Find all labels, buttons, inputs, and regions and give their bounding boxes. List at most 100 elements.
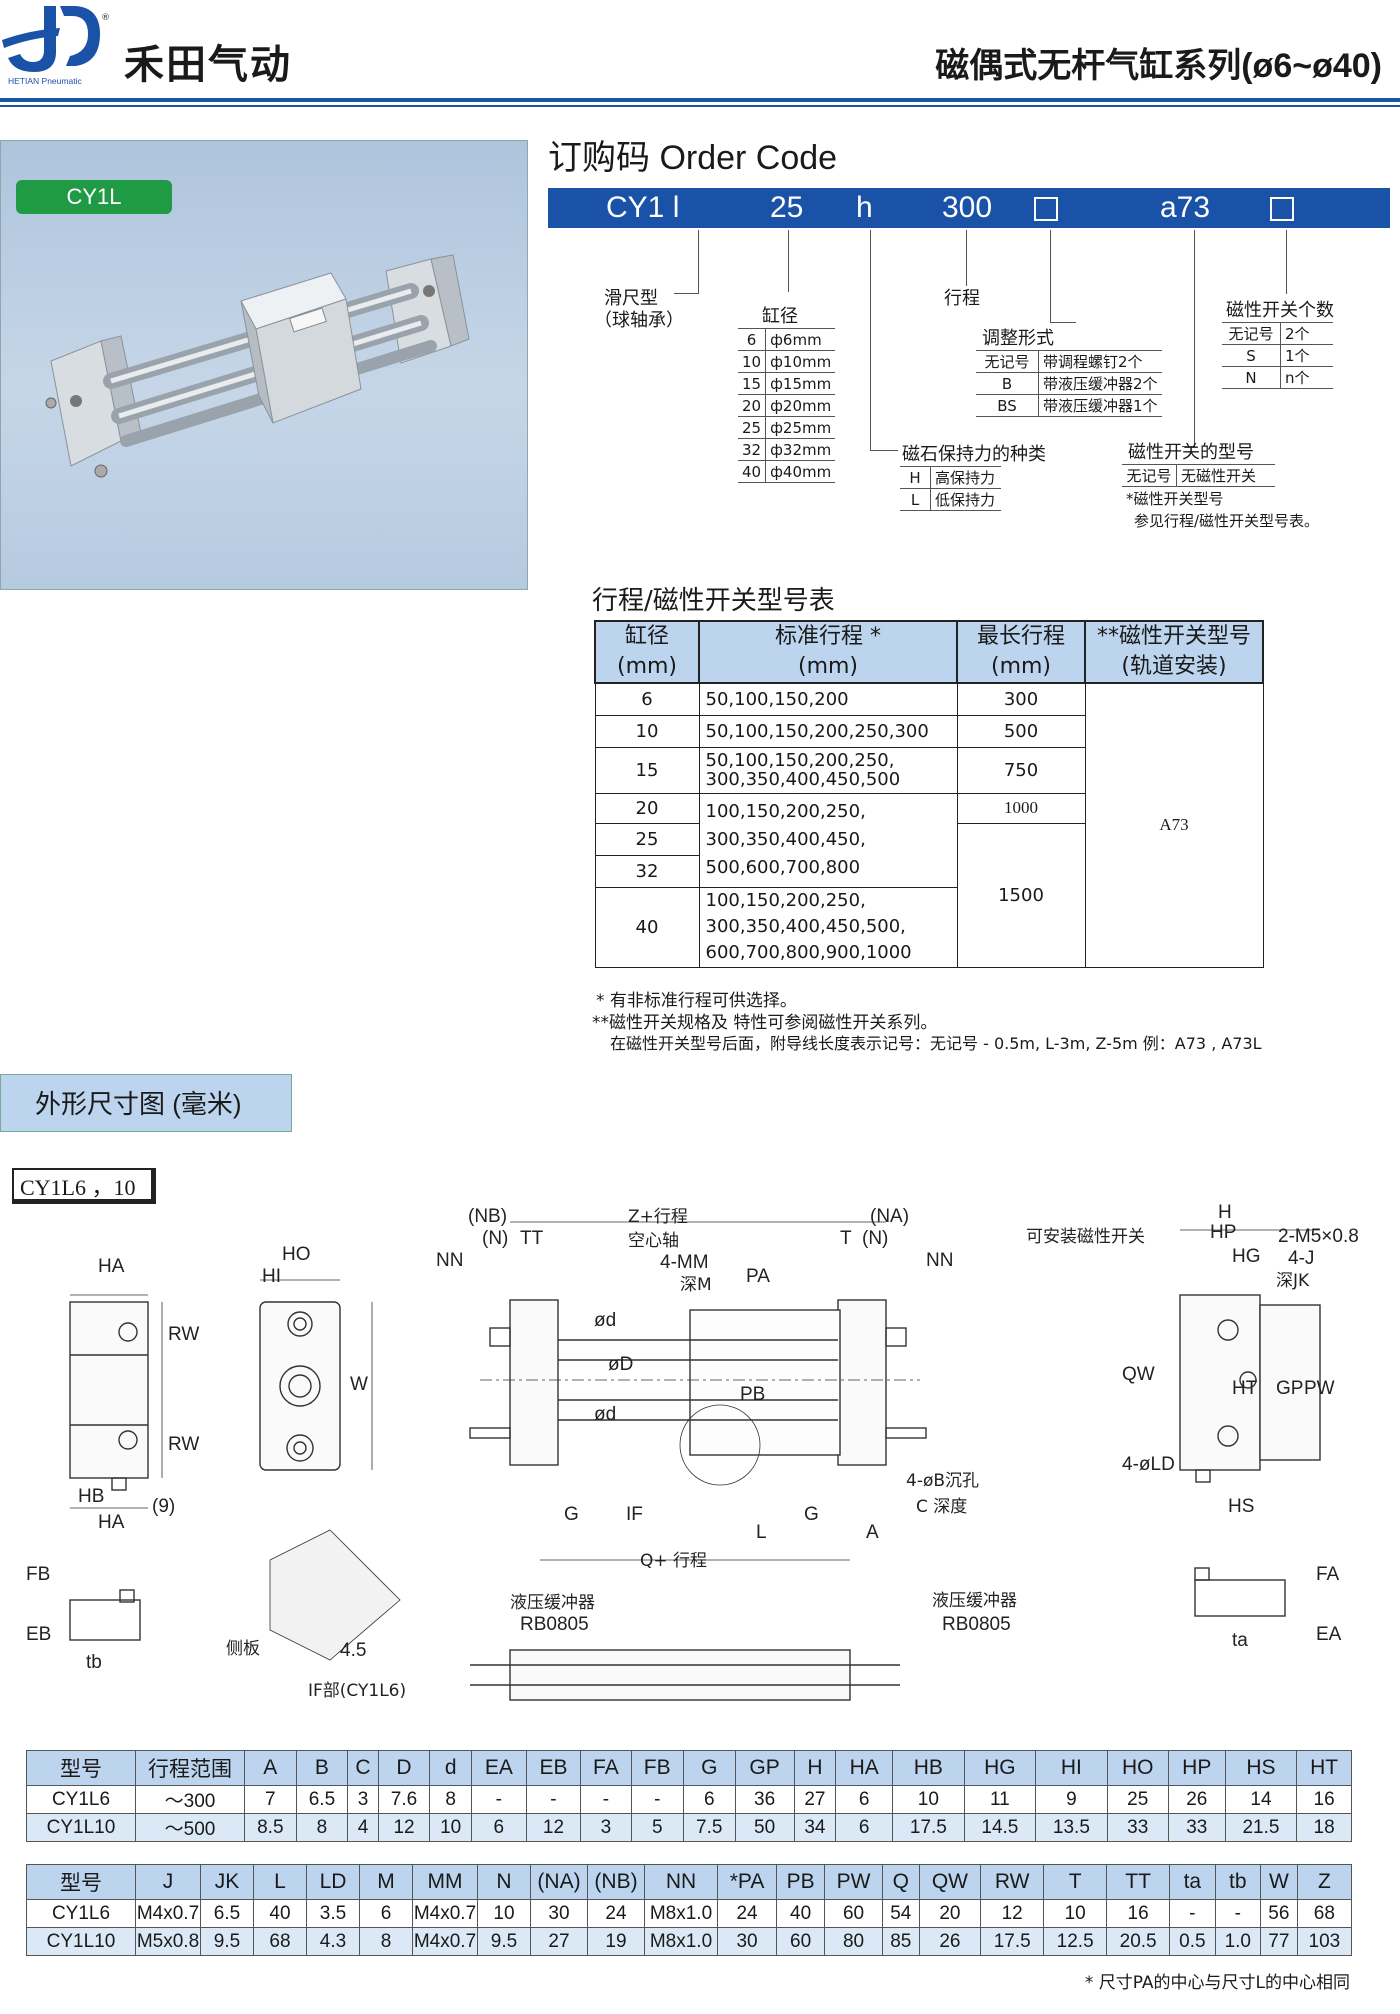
table-cell: PB (776, 1864, 826, 1900)
svg-text:RB0805: RB0805 (942, 1614, 1011, 1635)
table-cell: 行程范围 (135, 1750, 245, 1786)
table-cell: HI (1035, 1750, 1108, 1786)
table-cell: 12 (377, 1813, 431, 1842)
table-cell: 27 (793, 1785, 837, 1814)
table-cell: H (793, 1750, 837, 1786)
table-cell: 24 (716, 1899, 778, 1928)
table-cell: tb (1214, 1864, 1262, 1900)
svg-text:(NA): (NA) (870, 1206, 909, 1227)
table-cell: J (135, 1864, 201, 1900)
svg-text:HA: HA (98, 1256, 125, 1277)
table-cell: 10 (892, 1785, 965, 1814)
table-cell: 3.5 (306, 1899, 360, 1928)
code-count-box (1270, 197, 1294, 221)
svg-text:ta: ta (1232, 1630, 1248, 1651)
table-cell: 10 (1043, 1899, 1108, 1928)
hetian-logo-icon: HETIAN Pneumatic ® (2, 6, 110, 86)
table-cell: M5x0.8 (135, 1927, 201, 1956)
svg-text:G: G (564, 1504, 579, 1525)
table-cell: RW (980, 1864, 1045, 1900)
table-cell: 68 (1296, 1899, 1353, 1928)
header-divider (0, 98, 1400, 102)
svg-text:GP: GP (1276, 1378, 1303, 1399)
table-cell: 60 (776, 1927, 826, 1956)
svg-text:(N): (N) (862, 1228, 888, 1249)
table-cell: EA (471, 1750, 527, 1786)
table-cell: 17.5 (980, 1927, 1045, 1956)
product-photo (0, 140, 528, 590)
table-cell: 6 (835, 1813, 894, 1842)
svg-text:HA: HA (98, 1512, 125, 1533)
table-cell: - (471, 1785, 527, 1814)
logo-caption: HETIAN Pneumatic (8, 76, 82, 86)
svg-text:QW: QW (1122, 1364, 1155, 1385)
svg-text:液压缓冲器: 液压缓冲器 (510, 1593, 595, 1613)
table-cell: CY1L6 (26, 1899, 136, 1928)
table-cell: 11 (963, 1785, 1037, 1814)
table-cell: D (377, 1750, 431, 1786)
svg-text:FB: FB (26, 1564, 50, 1585)
table-cell: TT (1106, 1864, 1171, 1900)
svg-text:tb: tb (86, 1652, 102, 1673)
svg-text:2-M5×0.8: 2-M5×0.8 (1278, 1226, 1359, 1247)
table-cell: PW (824, 1864, 883, 1900)
table-cell: 7 (244, 1785, 297, 1814)
code-stroke: 300 (942, 191, 993, 224)
table-cell: 26 (918, 1927, 982, 1956)
table-cell: *PA (716, 1864, 778, 1900)
svg-text:W: W (350, 1374, 368, 1395)
svg-text:NN: NN (926, 1250, 953, 1271)
table-cell: (NA) (530, 1864, 588, 1900)
table-cell: 24 (587, 1899, 645, 1928)
svg-text:PW: PW (1304, 1378, 1335, 1399)
svg-text:NN: NN (436, 1250, 463, 1271)
slide-type-sub: （球轴承） (594, 310, 684, 331)
table-cell: 34 (793, 1813, 837, 1842)
table-cell: 4.3 (306, 1927, 360, 1956)
table-cell: 60 (824, 1899, 883, 1928)
table-cell: 40 (253, 1899, 307, 1928)
footnote: * 尺寸PA的中心与尺寸L的中心相同 (1084, 1973, 1350, 1993)
table-cell: W (1260, 1864, 1298, 1900)
table-cell: - (630, 1785, 684, 1814)
table-cell: HO (1106, 1750, 1169, 1786)
table-cell: T (1043, 1864, 1108, 1900)
table-cell: LD (306, 1864, 360, 1900)
stroke-label: 行程 (944, 288, 980, 309)
magnet-title: 磁石保持力的种类 (902, 444, 1046, 465)
table-cell: d (429, 1750, 473, 1786)
stroke-note-3: 在磁性开关型号后面，附导线长度表示记号：无记号 - 0.5m, L-3m, Z-… (610, 1034, 1262, 1053)
adjust-title: 调整形式 (982, 328, 1054, 349)
code-switch: a73 (1160, 191, 1211, 224)
svg-text:TT: TT (520, 1228, 544, 1249)
table-cell: HS (1224, 1750, 1298, 1786)
table-cell: 型号 (26, 1750, 136, 1786)
table-cell: 4 (347, 1813, 379, 1842)
table-cell: 30 (716, 1927, 778, 1956)
table-cell: Z (1296, 1864, 1353, 1900)
table-cell: - (1169, 1899, 1216, 1928)
table-cell: L (253, 1864, 307, 1900)
table-cell: ～500 (135, 1813, 245, 1842)
svg-text:EB: EB (26, 1624, 51, 1645)
table-cell: 6 (359, 1899, 413, 1928)
table-cell: 68 (253, 1927, 307, 1956)
table-cell: HT (1296, 1750, 1352, 1786)
table-cell: 6.5 (295, 1785, 349, 1814)
table-cell: ta (1169, 1864, 1216, 1900)
switch-model-cell: A73 (1084, 682, 1264, 968)
table-cell: 8 (359, 1927, 413, 1956)
table-cell: HP (1167, 1750, 1226, 1786)
svg-text:HO: HO (282, 1244, 311, 1265)
table-cell: C (347, 1750, 379, 1786)
svg-text:HP: HP (1210, 1222, 1236, 1243)
svg-text:T: T (840, 1228, 852, 1249)
svg-text:HT: HT (1232, 1378, 1258, 1399)
table-cell: 20.5 (1106, 1927, 1171, 1956)
table-cell: 8 (429, 1785, 473, 1814)
table-cell: HB (892, 1750, 965, 1786)
